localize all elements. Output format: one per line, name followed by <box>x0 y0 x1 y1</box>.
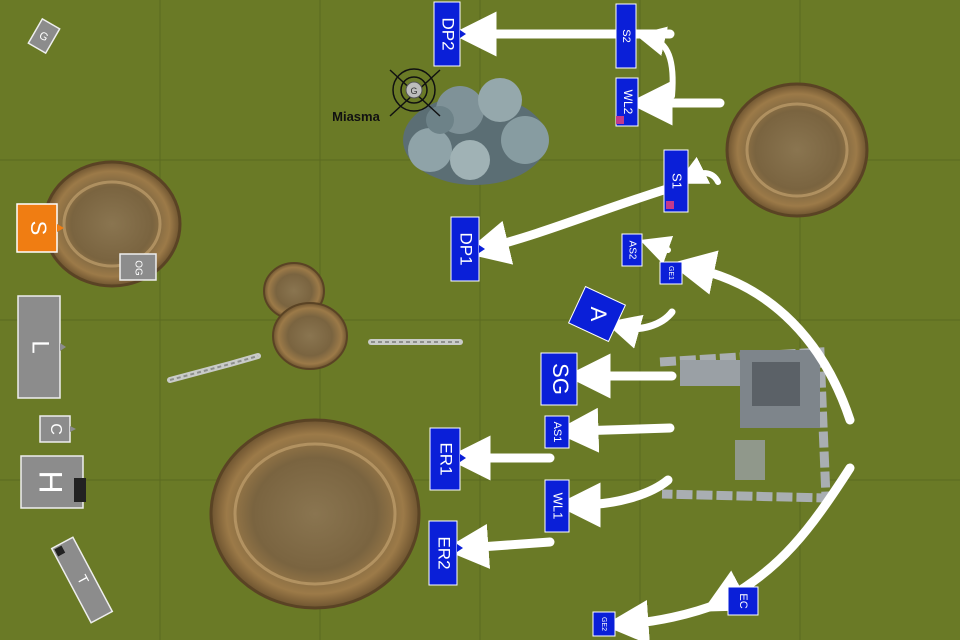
hill-bottom-center <box>209 418 421 610</box>
svg-text:S: S <box>26 221 51 236</box>
arrow-ge1 <box>669 250 855 425</box>
arrow-s2 <box>635 26 676 99</box>
enemy-unit-t[interactable]: T <box>50 536 114 624</box>
arrow-wl1 <box>555 475 673 528</box>
svg-text:L: L <box>27 340 54 353</box>
friendly-unit-sg[interactable]: SG <box>540 352 578 406</box>
miasma-glyph: G <box>410 86 417 96</box>
friendly-unit-ge2[interactable]: GE2 <box>592 611 616 637</box>
arrow-a <box>605 308 676 349</box>
svg-text:GE1: GE1 <box>667 266 674 280</box>
enemy-unit-g-top[interactable]: G <box>27 17 61 55</box>
miasma-marker[interactable]: G Miasma <box>332 68 441 124</box>
friendly-unit-a[interactable]: A <box>567 285 627 343</box>
enemy-unit-s[interactable]: S <box>16 203 64 253</box>
svg-text:WL2: WL2 <box>621 90 635 115</box>
ruined-building <box>656 347 831 503</box>
enemy-unit-h[interactable]: H <box>20 455 86 509</box>
friendly-unit-as1[interactable]: AS1 <box>544 415 570 449</box>
svg-text:EC: EC <box>737 593 749 608</box>
svg-text:OG: OG <box>132 260 143 276</box>
svg-text:SG: SG <box>548 363 573 395</box>
enemy-unit-l[interactable]: L <box>17 295 66 399</box>
friendly-unit-ec[interactable]: EC <box>727 586 759 616</box>
arrow-ge2 <box>603 598 725 640</box>
svg-text:DP1: DP1 <box>457 232 476 265</box>
svg-text:C: C <box>47 423 64 435</box>
svg-text:S1: S1 <box>670 173 685 189</box>
friendly-unit-wl2[interactable]: WL2 <box>615 77 639 127</box>
svg-text:ER1: ER1 <box>437 442 456 475</box>
hill-left <box>42 160 182 288</box>
svg-text:WL1: WL1 <box>551 493 566 520</box>
friendly-unit-er1[interactable]: ER1 <box>429 427 466 491</box>
svg-text:GE2: GE2 <box>600 617 607 631</box>
friendly-unit-as2[interactable]: AS2 <box>621 233 643 267</box>
enemy-unit-c[interactable]: C <box>39 415 76 443</box>
friendly-unit-dp1[interactable]: DP1 <box>450 216 485 282</box>
friendly-unit-s2[interactable]: S2 <box>615 3 637 69</box>
hill-top-right <box>725 82 869 218</box>
small-hill-lower <box>272 302 348 370</box>
svg-text:DP2: DP2 <box>439 17 458 50</box>
svg-text:H: H <box>33 470 69 493</box>
svg-text:AS1: AS1 <box>551 422 563 443</box>
movement-arrows <box>443 11 855 640</box>
friendly-unit-s1[interactable]: S1 <box>663 149 689 213</box>
svg-text:AS2: AS2 <box>626 241 637 260</box>
svg-text:S2: S2 <box>620 29 632 42</box>
enemy-unit-og[interactable]: OG <box>119 253 157 281</box>
arrow-er2 <box>443 523 555 569</box>
svg-text:A: A <box>586 307 611 322</box>
arrow-dp1 <box>464 183 675 265</box>
friendly-unit-dp2[interactable]: DP2 <box>433 1 466 67</box>
friendly-unit-er2[interactable]: ER2 <box>428 520 463 586</box>
friendly-unit-ge1[interactable]: GE1 <box>659 261 683 285</box>
arrow-as1 <box>553 407 675 453</box>
miasma-label: Miasma <box>332 109 380 124</box>
arrow-as2 <box>639 235 674 265</box>
svg-text:ER2: ER2 <box>435 536 454 569</box>
forest <box>403 78 549 185</box>
friendly-unit-wl1[interactable]: WL1 <box>544 479 570 533</box>
stone-wall-left <box>167 353 261 383</box>
arrow-s1-wheel <box>676 156 721 185</box>
